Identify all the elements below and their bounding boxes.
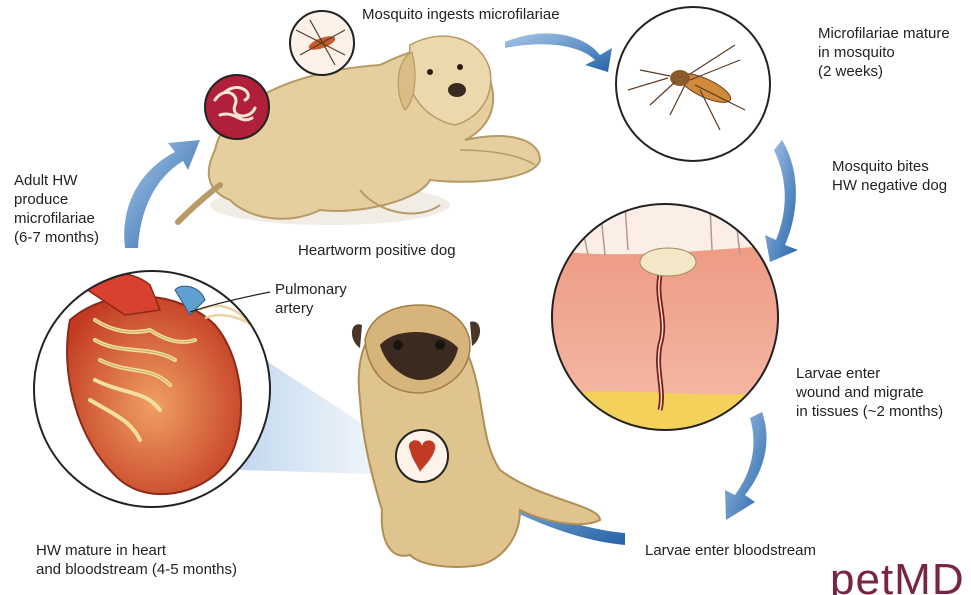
microfilariae-inset	[205, 75, 269, 139]
label-adult-hw: Adult HW produce microfilariae (6-7 mont…	[14, 171, 99, 247]
mosquito-on-dog-inset	[290, 11, 354, 75]
arrow-mosquito-to-bite	[765, 140, 798, 262]
heart-cross-section-circle	[34, 271, 270, 507]
skin-cross-section-circle	[550, 200, 785, 440]
label-larvae-bloodstream: Larvae enter bloodstream	[645, 541, 816, 560]
petmd-logo[interactable]: petMD	[830, 558, 965, 595]
arrow-tissues-to-bloodstream	[725, 412, 767, 520]
label-hw-mature: HW mature in heart and bloodstream (4-5 …	[36, 541, 237, 579]
label-heartworm-positive-dog: Heartworm positive dog	[298, 241, 456, 260]
arrow-dog-to-mosquito	[505, 33, 612, 72]
label-mature-in-mosquito: Microfilariae mature in mosquito (2 week…	[818, 24, 950, 81]
label-larvae-enter-wound: Larvae enter wound and migrate in tissue…	[796, 364, 943, 421]
dog-heart-inset	[396, 430, 448, 482]
label-mosquito-bites: Mosquito bites HW negative dog	[832, 157, 947, 195]
label-mosquito-ingests: Mosquito ingests microfilariae	[362, 5, 560, 24]
arrow-heart-to-adult-hw	[124, 140, 200, 248]
label-pulmonary-artery: Pulmonary artery	[275, 280, 347, 318]
mosquito-circle	[616, 7, 770, 161]
